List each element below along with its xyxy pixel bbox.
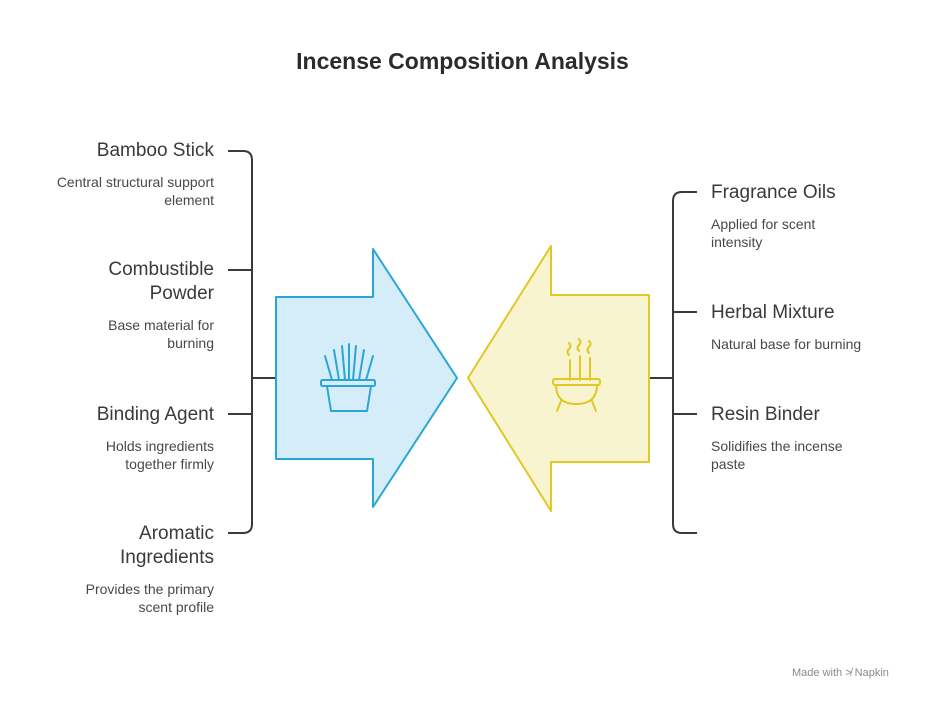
item-heading: Binding Agent <box>96 404 214 425</box>
item-heading: Aromatic Ingredients <box>119 523 214 568</box>
left-item-binding-agent: Binding Agent Holds ingredients together… <box>14 403 214 473</box>
item-description: Base material for burning <box>108 317 214 351</box>
item-heading: Combustible Powder <box>108 259 214 304</box>
incense-sticks-icon <box>320 343 376 412</box>
right-item-herbal-mixture: Herbal Mixture Natural base for burning <box>711 301 901 353</box>
item-heading: Bamboo Stick <box>96 140 214 161</box>
item-heading: Fragrance Oils <box>711 182 836 203</box>
item-heading: Resin Binder <box>711 404 820 425</box>
diagram-title: Incense Composition Analysis <box>296 48 629 74</box>
burning-cauldron-icon <box>552 338 601 412</box>
item-description: Provides the primary scent profile <box>85 581 214 615</box>
item-description: Solidifies the incense paste <box>711 438 843 472</box>
right-item-fragrance-oils: Fragrance Oils Applied for scent intensi… <box>711 181 901 251</box>
right-item-resin-binder: Resin Binder Solidifies the incense past… <box>711 403 901 473</box>
made-with-napkin-footer[interactable]: Made with ≯ Napkin <box>792 667 889 679</box>
item-description: Central structural support element <box>56 174 214 208</box>
item-description: Holds ingredients together firmly <box>105 438 214 472</box>
left-item-aromatic-ingredients: Aromatic Ingredients Provides the primar… <box>14 522 214 616</box>
right-bracket <box>649 191 697 534</box>
item-heading: Herbal Mixture <box>711 302 835 323</box>
item-description: Applied for scent intensity <box>711 216 816 250</box>
left-bracket <box>228 150 276 534</box>
left-item-combustible-powder: Combustible Powder Base material for bur… <box>14 258 214 352</box>
item-description: Natural base for burning <box>711 336 862 352</box>
left-item-bamboo-stick: Bamboo Stick Central structural support … <box>14 139 214 209</box>
